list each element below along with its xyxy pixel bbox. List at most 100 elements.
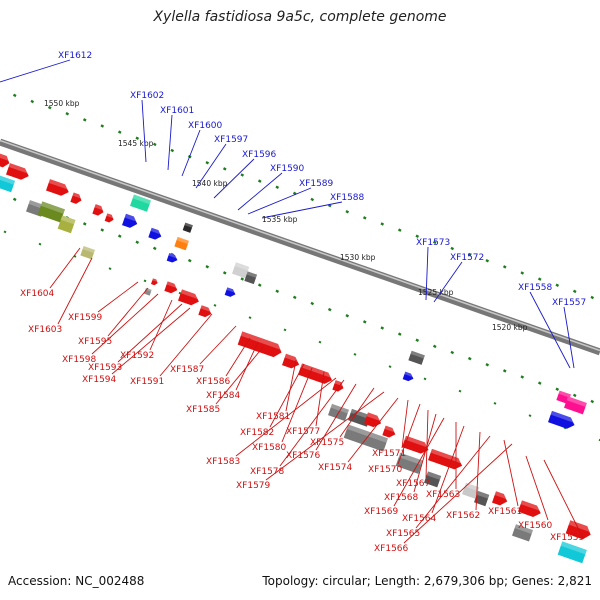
- gene-label[interactable]: XF1573: [416, 238, 450, 248]
- gene-block[interactable]: [332, 380, 346, 393]
- gene-arrow[interactable]: [166, 253, 179, 264]
- gene-label[interactable]: XF1604: [20, 289, 55, 299]
- gene-arrow[interactable]: [92, 204, 105, 217]
- gene-box[interactable]: [395, 452, 423, 474]
- gene-block[interactable]: [182, 222, 193, 233]
- gene-block[interactable]: [244, 271, 258, 285]
- gene-label[interactable]: XF1587: [170, 365, 204, 375]
- gene-arrow[interactable]: [402, 435, 431, 456]
- gene-label[interactable]: XF1600: [188, 121, 223, 131]
- gene-arrow[interactable]: [237, 331, 284, 359]
- gene-label[interactable]: XF1572: [450, 253, 484, 263]
- gene-arrow[interactable]: [6, 163, 31, 182]
- gene-block[interactable]: [298, 363, 335, 386]
- gene-block[interactable]: [166, 253, 179, 264]
- gene-block[interactable]: [232, 262, 250, 279]
- gene-label[interactable]: XF1576: [286, 451, 321, 461]
- gene-arrow[interactable]: [46, 179, 71, 198]
- gene-block[interactable]: [564, 396, 587, 415]
- gene-block[interactable]: [57, 215, 76, 234]
- gene-label[interactable]: XF1588: [330, 193, 365, 203]
- gene-block[interactable]: [151, 278, 159, 286]
- gene-label[interactable]: XF1612: [58, 51, 92, 61]
- gene-box[interactable]: [474, 490, 490, 507]
- gene-arrow[interactable]: [70, 192, 83, 205]
- gene-block[interactable]: [122, 213, 140, 230]
- gene-box[interactable]: [0, 175, 16, 193]
- gene-label[interactable]: XF1565: [386, 529, 420, 539]
- gene-block[interactable]: [104, 213, 115, 223]
- gene-label[interactable]: XF1589: [299, 179, 334, 189]
- gene-label[interactable]: XF1599: [68, 313, 103, 323]
- gene-label[interactable]: XF1562: [446, 511, 480, 521]
- gene-block[interactable]: [0, 175, 16, 193]
- gene-block[interactable]: [548, 410, 577, 431]
- gene-block[interactable]: [364, 412, 384, 429]
- gene-block[interactable]: [0, 153, 12, 169]
- gene-block[interactable]: [282, 353, 302, 371]
- gene-label[interactable]: XF1593: [88, 363, 122, 373]
- gene-box[interactable]: [244, 271, 258, 285]
- gene-box[interactable]: [80, 245, 95, 260]
- gene-label[interactable]: XF1595: [78, 337, 112, 347]
- gene-label[interactable]: XF1585: [186, 405, 220, 415]
- gene-block[interactable]: [46, 179, 71, 198]
- gene-label[interactable]: XF1559: [550, 533, 585, 543]
- gene-label[interactable]: XF1590: [270, 164, 305, 174]
- gene-label[interactable]: XF1566: [374, 544, 409, 554]
- gene-arrow[interactable]: [122, 213, 139, 230]
- gene-label[interactable]: XF1594: [82, 375, 117, 385]
- gene-label[interactable]: XF1567: [396, 479, 430, 489]
- gene-label[interactable]: XF1561: [488, 507, 522, 517]
- gene-arrow[interactable]: [164, 281, 179, 294]
- gene-block[interactable]: [462, 482, 480, 499]
- gene-label[interactable]: XF1591: [130, 377, 164, 387]
- gene-box[interactable]: [37, 201, 65, 223]
- gene-block[interactable]: [512, 524, 533, 542]
- gene-block[interactable]: [402, 371, 415, 383]
- gene-arrow[interactable]: [364, 412, 383, 429]
- gene-label[interactable]: XF1578: [250, 467, 285, 477]
- gene-block[interactable]: [164, 281, 179, 294]
- gene-arrow[interactable]: [151, 278, 159, 286]
- gene-block[interactable]: [474, 490, 490, 507]
- gene-block[interactable]: [557, 541, 587, 564]
- gene-box[interactable]: [408, 350, 425, 365]
- gene-box[interactable]: [182, 222, 193, 233]
- gene-label[interactable]: XF1586: [196, 377, 231, 387]
- gene-block[interactable]: [382, 425, 397, 439]
- gene-block[interactable]: [408, 350, 425, 365]
- gene-label[interactable]: XF1592: [120, 351, 154, 361]
- gene-box[interactable]: [174, 236, 189, 251]
- gene-label[interactable]: XF1571: [372, 449, 406, 459]
- gene-box[interactable]: [130, 194, 151, 212]
- gene-arrow[interactable]: [224, 287, 237, 298]
- gene-arrow[interactable]: [518, 500, 543, 519]
- gene-arrow[interactable]: [104, 213, 115, 223]
- gene-label[interactable]: XF1583: [206, 457, 240, 467]
- gene-block[interactable]: [424, 471, 442, 488]
- gene-box[interactable]: [424, 471, 442, 488]
- gene-block[interactable]: [518, 500, 543, 519]
- gene-block[interactable]: [70, 192, 84, 205]
- gene-label[interactable]: XF1596: [242, 150, 277, 160]
- gene-arrow[interactable]: [492, 491, 509, 507]
- gene-label[interactable]: XF1557: [552, 298, 586, 308]
- gene-label[interactable]: XF1575: [310, 438, 344, 448]
- gene-label[interactable]: XF1564: [402, 514, 437, 524]
- gene-box[interactable]: [343, 424, 388, 452]
- gene-label[interactable]: XF1568: [384, 493, 419, 503]
- gene-arrow[interactable]: [0, 153, 11, 169]
- gene-label[interactable]: XF1584: [206, 391, 241, 401]
- gene-label[interactable]: XF1560: [518, 521, 553, 531]
- gene-label[interactable]: XF1579: [236, 481, 271, 491]
- gene-label[interactable]: XF1570: [368, 465, 403, 475]
- gene-box[interactable]: [564, 396, 587, 415]
- gene-box[interactable]: [232, 262, 250, 279]
- gene-block[interactable]: [565, 520, 593, 541]
- gene-box[interactable]: [57, 215, 76, 234]
- gene-arrow[interactable]: [548, 410, 577, 431]
- gene-arrow[interactable]: [428, 448, 464, 472]
- gene-block[interactable]: [178, 289, 201, 307]
- gene-arrow[interactable]: [565, 520, 593, 541]
